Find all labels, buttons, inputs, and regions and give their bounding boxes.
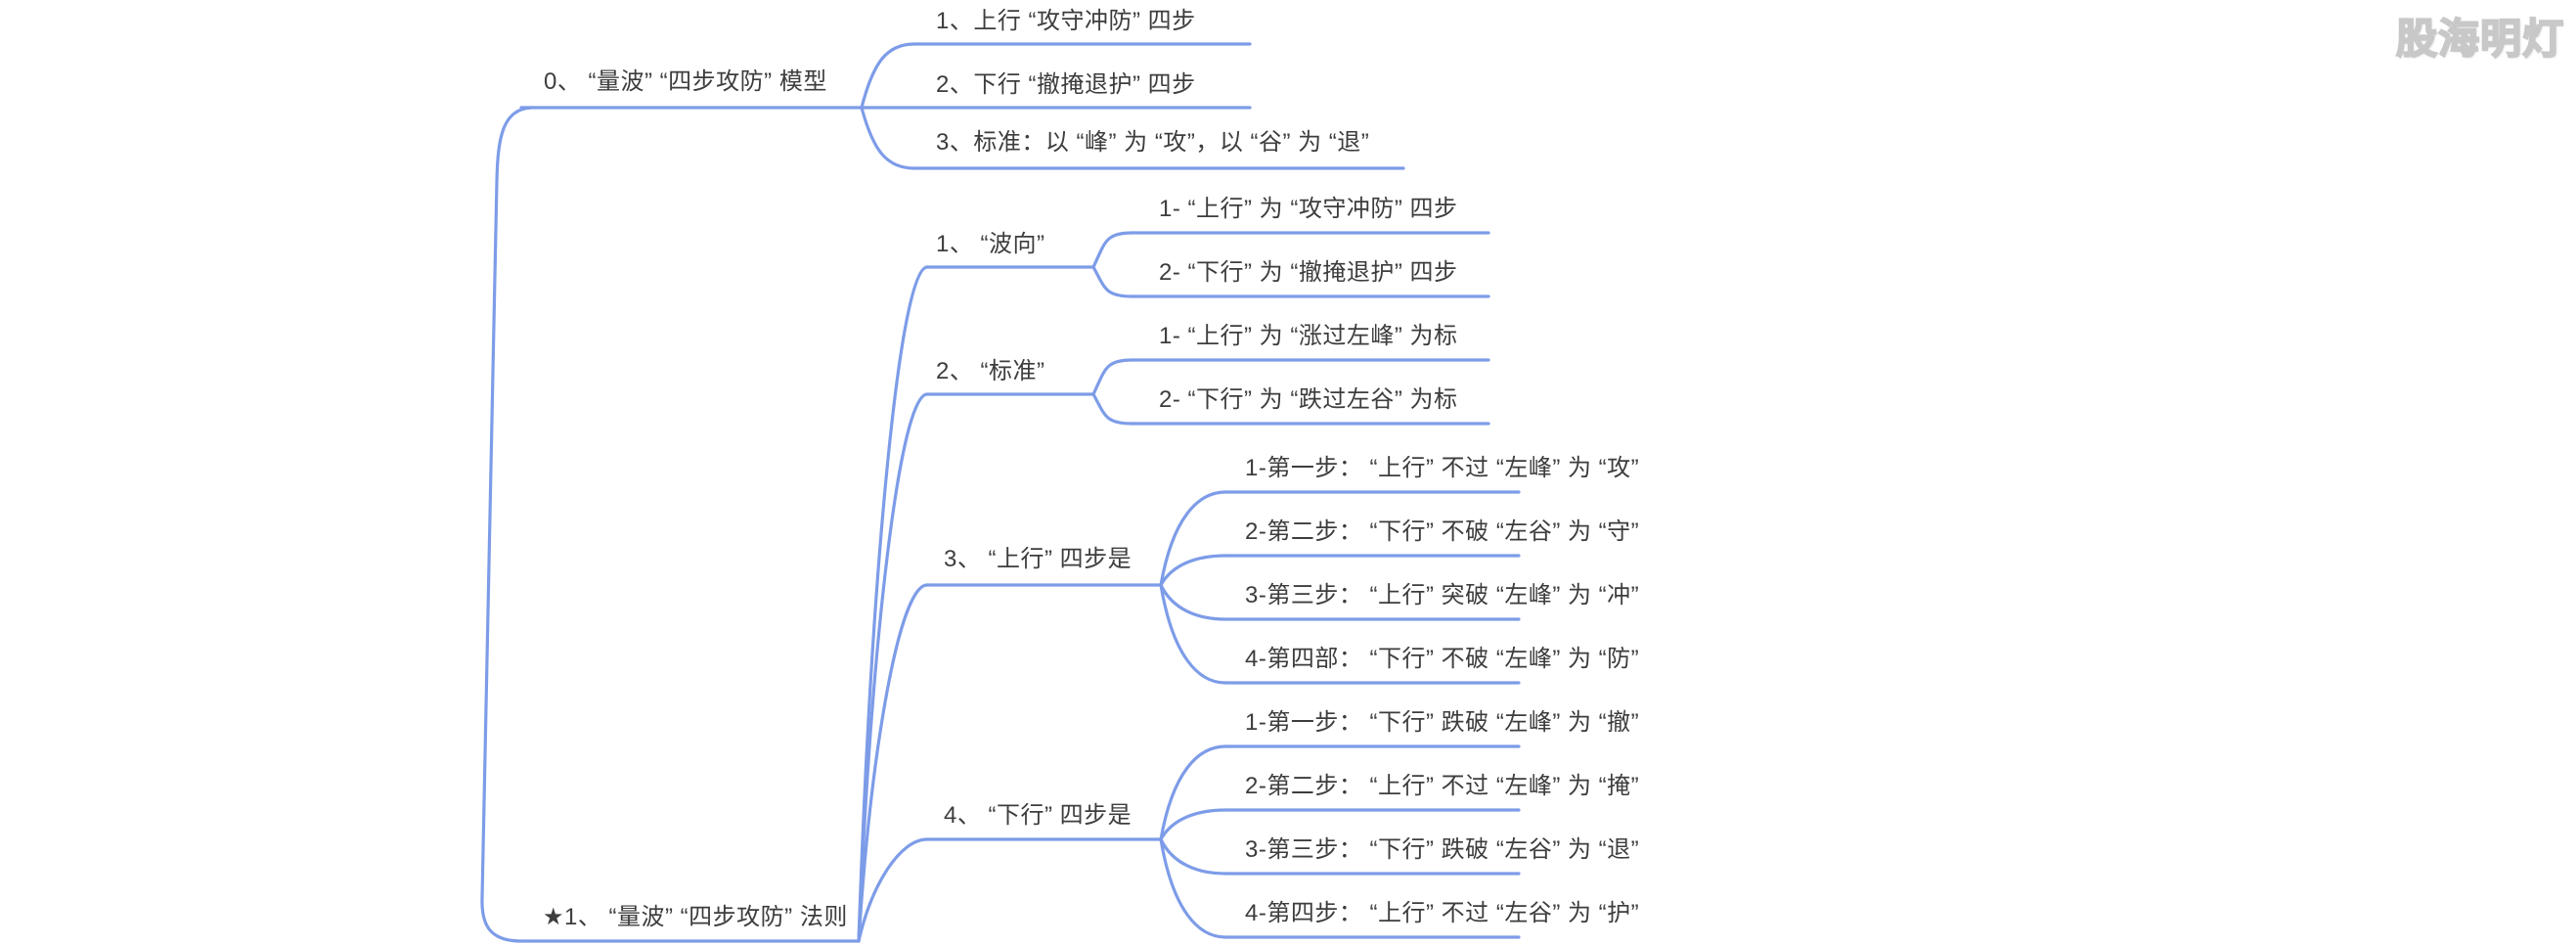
node-model[interactable]: 0、 “量波” “四步攻防” 模型 [544, 68, 827, 95]
node-model-c3[interactable]: 3、标准：以 “峰” 为 “攻”，以 “谷” 为 “退” [936, 129, 1370, 156]
node-up-step-2[interactable]: 2-第二步： “下行” 不破 “左谷” 为 “守” [1245, 518, 1640, 545]
branch-curve [1159, 837, 1227, 939]
node-standard-down[interactable]: 2- “下行” 为 “跌过左谷” 为标 [1159, 386, 1458, 413]
node-up-step-1[interactable]: 1-第一步： “上行” 不过 “左峰” 为 “攻” [1245, 455, 1640, 481]
node-up-step-4[interactable]: 4-第四部： “下行” 不破 “左峰” 为 “防” [1245, 646, 1640, 672]
node-down-step-4[interactable]: 4-第四步： “上行” 不过 “左谷” 为 “护” [1245, 900, 1640, 926]
branch-curve [1159, 490, 1227, 587]
node-law[interactable]: ★1、 “量波” “四步攻防” 法则 [543, 904, 848, 930]
node-wave-direction[interactable]: 1、 “波向” [936, 231, 1045, 257]
node-down-step-2[interactable]: 2-第二步： “上行” 不过 “左峰” 为 “掩” [1245, 773, 1640, 799]
branch-curve [1159, 583, 1227, 621]
node-model-c1[interactable]: 1、上行 “攻守冲防” 四步 [936, 8, 1196, 34]
branch-curve [1159, 554, 1227, 587]
branch-curve [860, 42, 916, 110]
node-down-step-1[interactable]: 1-第一步： “下行” 跌破 “左峰” 为 “撤” [1245, 709, 1640, 736]
node-model-c2[interactable]: 2、下行 “撤掩退护” 四步 [936, 71, 1196, 98]
trunk-line [480, 106, 533, 943]
branch-curve [1159, 837, 1227, 876]
node-up-step-3[interactable]: 3-第三步： “上行” 突破 “左峰” 为 “冲” [1245, 582, 1640, 608]
branch-curve [857, 837, 929, 943]
node-standard-up[interactable]: 1- “上行” 为 “涨过左峰” 为标 [1159, 323, 1458, 349]
node-standard[interactable]: 2、 “标准” [936, 358, 1045, 384]
branch-curve [857, 583, 929, 943]
branch-curve [1091, 392, 1134, 426]
branch-curve [1159, 808, 1227, 841]
branch-curve [1091, 265, 1134, 298]
branch-curve [1091, 358, 1134, 396]
branch-curve [857, 265, 929, 943]
node-down-four-steps[interactable]: 4、 “下行” 四步是 [944, 802, 1133, 829]
node-up-four-steps[interactable]: 3、 “上行” 四步是 [944, 546, 1133, 572]
node-down-step-3[interactable]: 3-第三步： “下行” 跌破 “左谷” 为 “退” [1245, 836, 1640, 863]
branch-curve [857, 392, 929, 943]
branch-curve [860, 106, 916, 170]
branch-curve [1091, 231, 1134, 269]
watermark-text: 股海明灯 [2395, 15, 2564, 63]
node-wave-dir-up[interactable]: 1- “上行” 为 “攻守冲防” 四步 [1159, 196, 1458, 222]
branch-curve [1159, 583, 1227, 685]
branch-curve [1159, 744, 1227, 841]
node-wave-dir-down[interactable]: 2- “下行” 为 “撤掩退护” 四步 [1159, 259, 1458, 286]
